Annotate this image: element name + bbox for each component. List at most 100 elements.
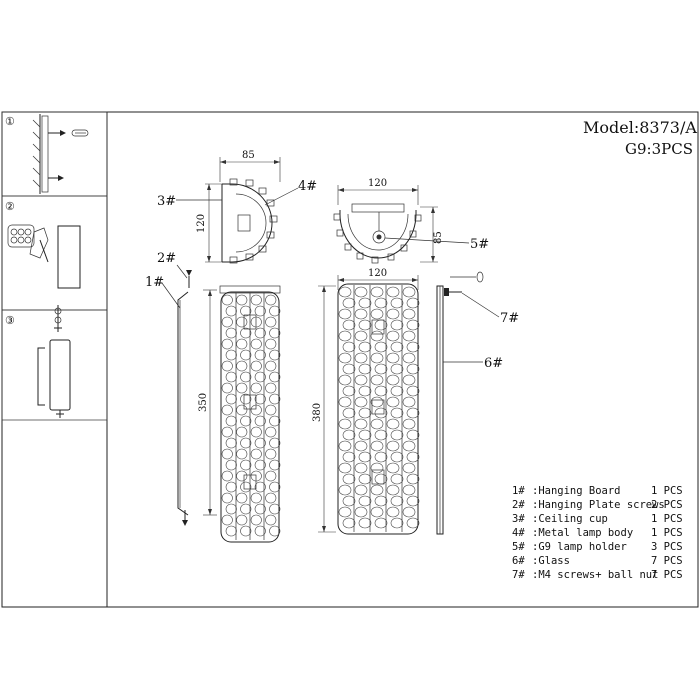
crystal-bead	[358, 429, 372, 441]
crystal-bead	[250, 338, 262, 350]
parts-list: 1# :Hanging Board 1 PCS 2# :Hanging Plat…	[512, 485, 683, 581]
crystal-bead	[250, 514, 262, 526]
crystal-bead	[402, 506, 416, 518]
crystal-bead	[354, 352, 368, 364]
part-qty: 1 PCS	[651, 513, 683, 525]
crystal-bead	[370, 374, 384, 386]
dim-top-width: 85	[242, 150, 255, 161]
crystal-bead	[269, 305, 281, 317]
crystal-bead	[342, 473, 356, 485]
callout-1: 1#	[145, 275, 164, 290]
crystal-bead	[342, 495, 356, 507]
crystal-bead	[390, 341, 404, 353]
crystal-bead	[406, 297, 420, 309]
part-id: 6#	[512, 555, 525, 567]
crystal-bead	[390, 407, 404, 419]
crystal-bead	[374, 451, 388, 463]
crystal-bead	[240, 437, 252, 449]
step-1-label: ①	[5, 115, 15, 128]
crystal-bead	[386, 330, 400, 342]
crystal-bead	[236, 404, 248, 416]
callout-6: 6#	[484, 356, 503, 371]
step-2-label: ②	[5, 200, 15, 213]
step-panel-2: ②	[1, 195, 108, 311]
crystal-bead	[221, 448, 233, 460]
crystal-bead	[236, 426, 248, 438]
crystal-bead	[236, 470, 248, 482]
crystal-bead	[406, 429, 420, 441]
crystal-bead	[390, 473, 404, 485]
crystal-bead	[358, 517, 372, 529]
crystal-bead	[225, 525, 237, 537]
crystal-bead	[250, 360, 262, 372]
crystal-bead	[358, 385, 372, 397]
part-qty: 3 PCS	[651, 541, 683, 553]
crystal-bead	[358, 407, 372, 419]
parts-row: 6# :Glass 7 PCS	[512, 555, 683, 567]
crystal-bead	[342, 341, 356, 353]
part-qty: 7 PCS	[651, 555, 683, 567]
crystal-bead	[402, 462, 416, 474]
crystal-bead	[240, 349, 252, 361]
crystal-bead	[265, 404, 277, 416]
crystal-bead	[225, 305, 237, 317]
parts-row: 7# :M4 screws+ ball nut 7 PCS	[512, 569, 683, 581]
crystal-bead	[254, 459, 266, 471]
crystal-bead	[358, 319, 372, 331]
crystal-bead	[386, 352, 400, 364]
crystal-bead	[221, 294, 233, 306]
crystal-bead	[406, 495, 420, 507]
crystal-bead	[358, 451, 372, 463]
crystal-bead	[269, 371, 281, 383]
part-id: 1#	[512, 485, 525, 497]
crystal-bead	[354, 330, 368, 342]
crystal-bead	[338, 308, 352, 320]
crystal-bead	[402, 418, 416, 430]
crystal-bead	[225, 349, 237, 361]
dim-front-width: 120	[368, 268, 387, 279]
crystal-bead	[254, 503, 266, 515]
crystal-bead	[254, 305, 266, 317]
crystal-bead	[338, 352, 352, 364]
crystal-bead	[338, 440, 352, 452]
crystal-bead	[390, 517, 404, 529]
crystal-bead	[225, 503, 237, 515]
crystal-bead	[269, 349, 281, 361]
crystal-bead	[221, 470, 233, 482]
crystal-bead	[370, 308, 384, 320]
crystal-bead	[402, 374, 416, 386]
crystal-bead	[354, 506, 368, 518]
lamp-front-left	[219, 285, 281, 543]
dim-side-width: 120	[368, 178, 387, 189]
crystal-bead	[250, 448, 262, 460]
crystal-bead	[386, 286, 400, 298]
parts-row: 4# :Metal lamp body 1 PCS	[512, 527, 683, 539]
crystal-bead	[221, 338, 233, 350]
crystal-bead	[390, 363, 404, 375]
crystal-bead	[338, 286, 352, 298]
crystal-bead	[374, 385, 388, 397]
crystal-bead	[236, 448, 248, 460]
part-name: :Hanging Board	[532, 485, 621, 497]
crystal-bead	[240, 393, 252, 405]
crystal-bead	[225, 437, 237, 449]
crystal-bead	[390, 297, 404, 309]
crystal-bead	[269, 503, 281, 515]
crystal-bead	[358, 363, 372, 375]
crystal-bead	[390, 319, 404, 331]
crystal-bead	[250, 382, 262, 394]
crystal-bead	[370, 352, 384, 364]
crystal-bead	[240, 305, 252, 317]
crystal-bead	[240, 525, 252, 537]
crystal-bead	[406, 451, 420, 463]
crystal-bead	[402, 352, 416, 364]
crystal-bead	[342, 297, 356, 309]
hanging-board: 2# 1# 350	[145, 251, 217, 526]
crystal-bead	[338, 330, 352, 342]
crystal-bead	[370, 286, 384, 298]
part-name: :Hanging Plate screws	[532, 499, 665, 511]
callout-7: 7#	[500, 311, 519, 326]
crystal-bead	[269, 481, 281, 493]
crystal-bead	[221, 382, 233, 394]
